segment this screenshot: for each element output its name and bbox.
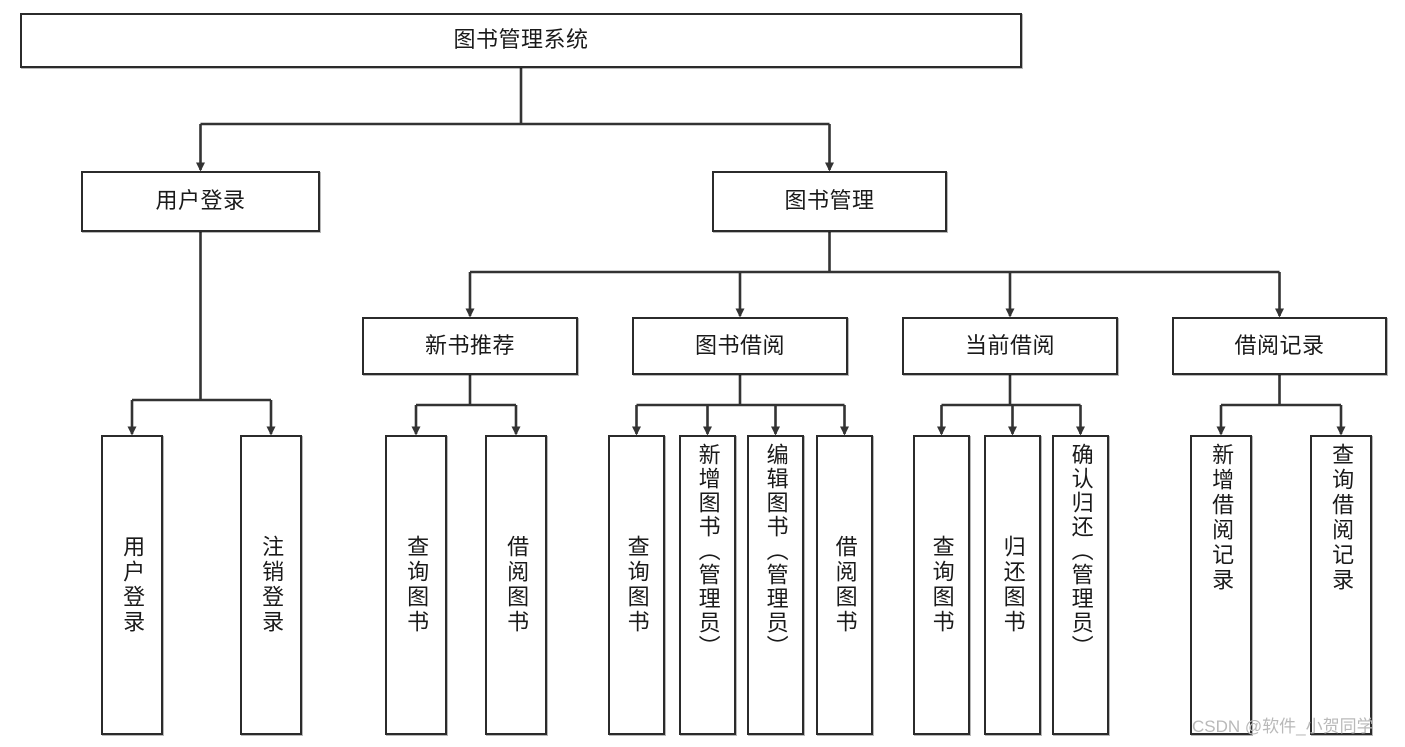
node-leaf-return-book[interactable]: 归还图书 bbox=[984, 435, 1041, 735]
node-label-leaf-return-book: 归还图书 bbox=[1000, 535, 1026, 635]
node-label-root: 图书管理系统 bbox=[453, 27, 589, 53]
node-leaf-query-record[interactable]: 查询借阅记录 bbox=[1310, 435, 1372, 735]
node-leaf-edit-book[interactable]: 编辑图书（管理员） bbox=[747, 435, 804, 735]
node-current-borrow[interactable]: 当前借阅 bbox=[902, 317, 1118, 375]
node-label-leaf-add-record: 新增借阅记录 bbox=[1209, 443, 1235, 593]
node-book-borrow[interactable]: 图书借阅 bbox=[632, 317, 848, 375]
node-label-leaf-borrow-book-1: 借阅图书 bbox=[504, 535, 530, 635]
node-label-leaf-query-book-2: 查询图书 bbox=[624, 535, 650, 635]
node-label-leaf-query-book-1: 查询图书 bbox=[404, 535, 430, 635]
node-user-login[interactable]: 用户登录 bbox=[81, 171, 320, 232]
node-label-leaf-confirm-return: 确认归还（管理员） bbox=[1068, 443, 1094, 659]
node-leaf-query-book-2[interactable]: 查询图书 bbox=[608, 435, 665, 735]
node-leaf-borrow-book-1[interactable]: 借阅图书 bbox=[485, 435, 547, 735]
node-leaf-user-login[interactable]: 用户登录 bbox=[101, 435, 163, 735]
node-label-leaf-edit-book: 编辑图书（管理员） bbox=[763, 443, 789, 659]
node-label-current-borrow: 当前借阅 bbox=[964, 332, 1055, 358]
node-leaf-query-book-3[interactable]: 查询图书 bbox=[913, 435, 970, 735]
node-leaf-add-book[interactable]: 新增图书（管理员） bbox=[679, 435, 736, 735]
node-leaf-borrow-book-2[interactable]: 借阅图书 bbox=[816, 435, 873, 735]
node-label-leaf-add-book: 新增图书（管理员） bbox=[695, 443, 721, 659]
node-label-leaf-borrow-book-2: 借阅图书 bbox=[832, 535, 858, 635]
node-label-leaf-logout: 注销登录 bbox=[259, 535, 285, 635]
node-label-book-manage: 图书管理 bbox=[784, 188, 875, 214]
node-label-leaf-query-record: 查询借阅记录 bbox=[1329, 443, 1355, 593]
node-label-leaf-user-login: 用户登录 bbox=[120, 535, 146, 635]
node-label-borrow-record: 借阅记录 bbox=[1234, 332, 1325, 358]
node-leaf-add-record[interactable]: 新增借阅记录 bbox=[1190, 435, 1252, 735]
node-new-book-rec[interactable]: 新书推荐 bbox=[362, 317, 578, 375]
node-leaf-confirm-return[interactable]: 确认归还（管理员） bbox=[1052, 435, 1109, 735]
node-label-leaf-query-book-3: 查询图书 bbox=[929, 535, 955, 635]
node-leaf-logout[interactable]: 注销登录 bbox=[240, 435, 302, 735]
node-borrow-record[interactable]: 借阅记录 bbox=[1172, 317, 1387, 375]
node-leaf-query-book-1[interactable]: 查询图书 bbox=[385, 435, 447, 735]
node-label-user-login: 用户登录 bbox=[155, 188, 246, 214]
node-label-book-borrow: 图书借阅 bbox=[694, 332, 785, 358]
watermark-label: CSDN @软件_小贺同学 bbox=[1192, 717, 1374, 736]
node-root[interactable]: 图书管理系统 bbox=[20, 13, 1022, 68]
node-label-new-book-rec: 新书推荐 bbox=[424, 332, 515, 358]
node-book-manage[interactable]: 图书管理 bbox=[712, 171, 947, 232]
